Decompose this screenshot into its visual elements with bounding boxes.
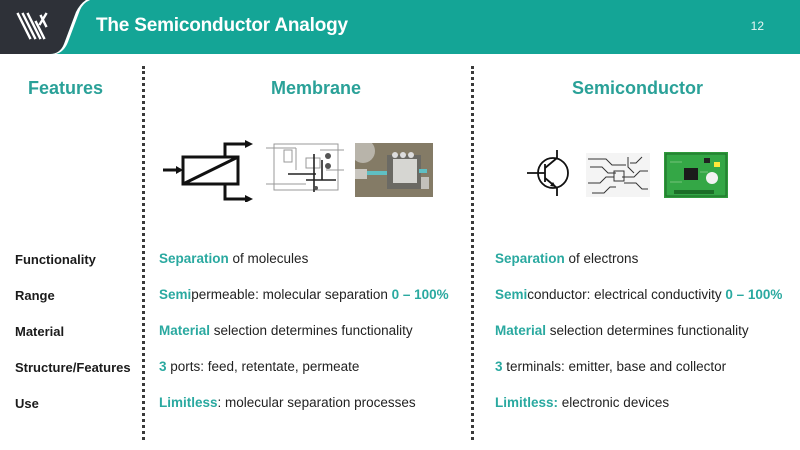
highlight-text: Material: [495, 323, 547, 338]
body-text: : molecular separation processes: [217, 395, 416, 410]
highlight-text: Material: [159, 323, 211, 338]
highlight-text: Limitless: [159, 395, 218, 410]
highlight-text: Semi: [159, 287, 192, 302]
row-label: Material: [15, 324, 65, 339]
membrane-plant-aerial-photo: [351, 139, 433, 202]
transistor-symbol: [527, 150, 573, 201]
membrane-cell: Semipermeable: molecular separation 0 – …: [159, 287, 449, 302]
body-text: conductor: electrical conductivity: [527, 287, 726, 302]
highlight-text: Separation: [159, 251, 229, 266]
highlight-text: 0 – 100%: [391, 287, 449, 302]
column-divider-left: [142, 66, 145, 440]
highlight-text: 0 – 100%: [725, 287, 783, 302]
logo: [0, 0, 95, 54]
page-title: The Semiconductor Analogy: [96, 15, 348, 36]
column-header-features: Features: [28, 78, 104, 98]
membrane-cell: Material selection determines functional…: [159, 323, 413, 338]
green-circuit-board-photo: [664, 152, 728, 203]
row-label: Functionality: [15, 252, 96, 267]
semiconductor-cell: Separation of electrons: [495, 251, 638, 266]
membrane-cell: Separation of molecules: [159, 251, 308, 266]
membrane-cell: Limitless: molecular separation processe…: [159, 395, 416, 410]
body-text: terminals: emitter, base and collector: [502, 359, 727, 374]
semiconductor-cell: Limitless: electronic devices: [495, 395, 669, 410]
page-number: 12: [750, 19, 764, 33]
highlight-text: Semi: [495, 287, 528, 302]
body-text: electronic devices: [558, 395, 670, 410]
highlight-text: 3: [159, 359, 167, 374]
highlight-text: Separation: [495, 251, 565, 266]
process-flow-diagram: [266, 140, 346, 201]
highlight-text: Limitless:: [495, 395, 559, 410]
highlight-text: 3: [495, 359, 503, 374]
body-text: permeable: molecular separation: [191, 287, 392, 302]
circuit-trace-pattern: [586, 153, 650, 202]
column-divider-right: [471, 66, 474, 440]
semiconductor-cell: 3 terminals: emitter, base and collector: [495, 359, 726, 374]
body-text: selection determines functionality: [546, 323, 749, 338]
body-text: ports: feed, retentate, permeate: [166, 359, 360, 374]
row-label: Use: [15, 396, 39, 411]
body-text: selection determines functionality: [210, 323, 413, 338]
body-text: of electrons: [564, 251, 639, 266]
body-text: of molecules: [228, 251, 309, 266]
row-label: Structure/Features: [15, 360, 131, 375]
semiconductor-cell: Material selection determines functional…: [495, 323, 749, 338]
column-header-semiconductor: Semiconductor: [572, 78, 704, 98]
company-logo-icon: [0, 0, 90, 54]
membrane-module-symbol: [163, 138, 253, 207]
header-bar: The Semiconductor Analogy 12: [0, 0, 800, 54]
semiconductor-cell: Semiconductor: electrical conductivity 0…: [495, 287, 782, 302]
membrane-cell: 3 ports: feed, retentate, permeate: [159, 359, 359, 374]
column-header-membrane: Membrane: [271, 78, 362, 98]
row-label: Range: [15, 288, 55, 303]
